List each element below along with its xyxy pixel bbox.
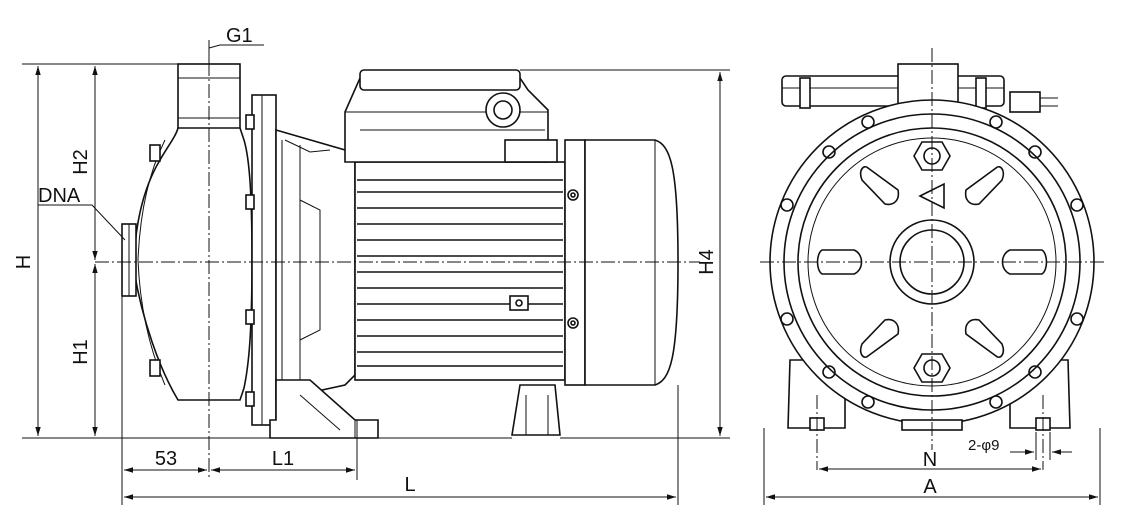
label-53: 53 — [155, 448, 177, 470]
label-g1: G1 — [226, 25, 253, 47]
label-l1: L1 — [272, 448, 294, 470]
label-a: A — [923, 476, 937, 498]
label-n: N — [923, 449, 937, 471]
label-h4: H4 — [696, 249, 718, 275]
motor-body — [354, 161, 566, 381]
label-hole: 2-φ9 — [968, 437, 999, 454]
label-dna: DNA — [38, 185, 81, 207]
front-terminal-box — [781, 75, 1005, 107]
motor-cooling-fins — [357, 179, 563, 367]
flange-bolts — [780, 115, 1084, 409]
front-cable-gland — [1009, 91, 1041, 113]
label-h1: H1 — [70, 339, 92, 365]
front-view-dimensions — [763, 428, 1101, 505]
label-l: L — [404, 474, 415, 496]
cable-gland — [485, 92, 521, 128]
pump-flange — [251, 94, 277, 426]
label-h2: H2 — [70, 149, 92, 175]
cover-slots — [816, 165, 1048, 359]
side-view-dimensions — [22, 44, 730, 505]
front-view — [760, 48, 1105, 470]
label-h: H — [13, 255, 35, 269]
side-view — [95, 40, 700, 480]
